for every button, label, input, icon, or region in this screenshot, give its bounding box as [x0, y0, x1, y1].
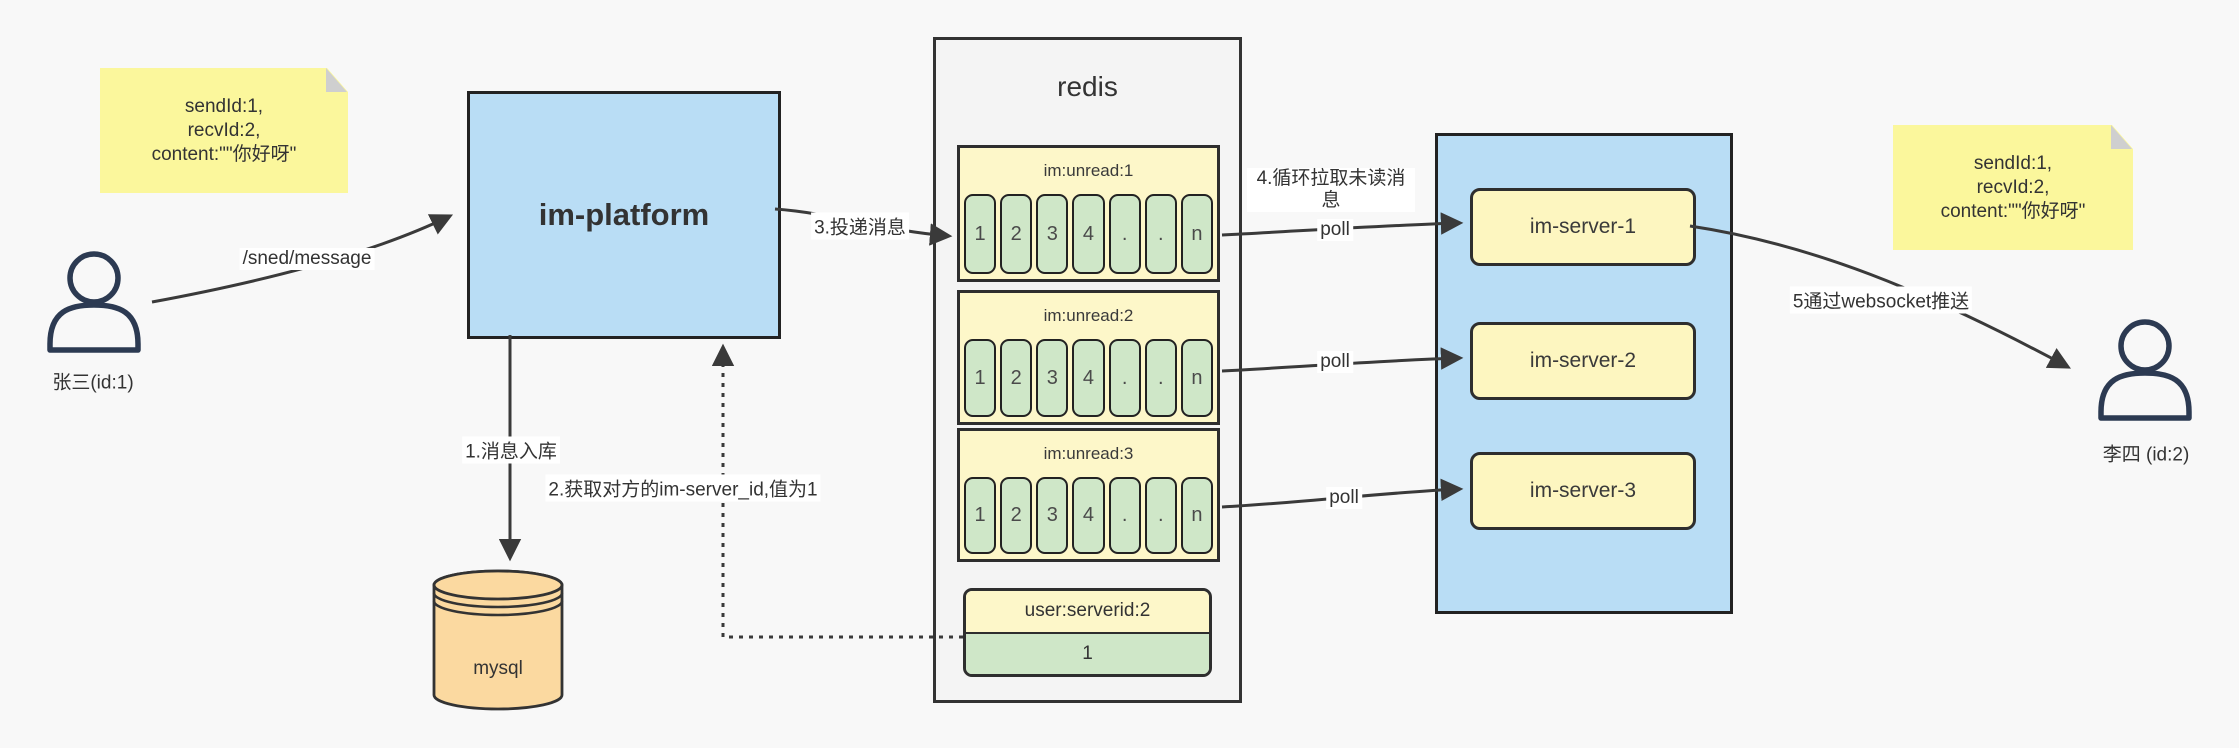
queue-cell: . — [1144, 194, 1177, 274]
sender-message-note: sendId:1, recvId:2, content:""你好呀" — [100, 68, 348, 193]
poll-label-3: poll — [1326, 487, 1362, 509]
queue-cell: 4 — [1072, 477, 1105, 554]
queue-cell: 2 — [1000, 477, 1033, 554]
queue-cell: 1 — [964, 477, 997, 554]
sender-label: 张三(id:1) — [52, 372, 134, 394]
note-line: content:""你好呀" — [1940, 200, 2086, 222]
queue-name: im:unread:3 — [1043, 443, 1134, 463]
queue-cell: 1 — [964, 194, 997, 274]
queue-cell: . — [1108, 477, 1141, 554]
step5-label: 5通过websocket推送 — [1789, 286, 1973, 314]
queue-cell: 3 — [1036, 477, 1069, 554]
mysql-label: mysql — [473, 658, 523, 679]
im-server-2-box: im-server-2 — [1470, 322, 1696, 400]
queue-name: im:unread:2 — [1043, 305, 1134, 325]
queue-cell: 1 — [964, 339, 997, 417]
mysql-database-icon: mysql — [432, 569, 564, 711]
note-line: sendId:1, — [1973, 152, 2053, 174]
poll-label-1: poll — [1317, 219, 1353, 241]
im-server-1-label: im-server-1 — [1529, 215, 1637, 238]
user-serverid-key: user:serverid:2 — [966, 591, 1209, 634]
im-platform-title: im-platform — [538, 197, 710, 232]
queue-cell: . — [1144, 477, 1177, 554]
queue-cell: . — [1144, 339, 1177, 417]
step3-label: 3.投递消息 — [811, 212, 909, 240]
note-line: recvId:2, — [187, 119, 261, 141]
note-fold-corner-icon — [2111, 125, 2133, 150]
poll-label-2: poll — [1317, 351, 1353, 373]
receiver-message-note: sendId:1, recvId:2, content:""你好呀" — [1893, 125, 2133, 250]
queue-cell: . — [1108, 194, 1141, 274]
note-line: recvId:2, — [1976, 176, 2050, 198]
im-server-3-label: im-server-3 — [1529, 479, 1637, 502]
queue-cell: 4 — [1072, 339, 1105, 417]
receiver-person-icon — [2098, 319, 2192, 421]
step2-label: 2.获取对方的im-server_id,值为1 — [545, 474, 821, 502]
note-fold-corner-icon — [326, 68, 348, 93]
receiver-label: 李四 (id:2) — [2102, 444, 2190, 466]
user-serverid-box: user:serverid:2 1 — [963, 588, 1212, 677]
queue-cell: n — [1180, 194, 1213, 274]
queue-name: im:unread:1 — [1043, 160, 1134, 180]
queue-cell: . — [1108, 339, 1141, 417]
im-server-3-box: im-server-3 — [1470, 452, 1696, 530]
queue-cell: n — [1180, 477, 1213, 554]
im-server-2-label: im-server-2 — [1529, 349, 1637, 372]
queue-cell: 3 — [1036, 194, 1069, 274]
sender-person-icon — [47, 251, 141, 353]
queue-cell: 2 — [1000, 339, 1033, 417]
redis-title: redis — [1057, 71, 1118, 102]
send-api-label: /sned/message — [239, 248, 375, 270]
queue-cell: 2 — [1000, 194, 1033, 274]
step1-label: 1.消息入库 — [462, 436, 560, 464]
user-serverid-value: 1 — [966, 633, 1209, 674]
note-line: content:""你好呀" — [151, 143, 297, 165]
im-server-1-box: im-server-1 — [1470, 188, 1696, 266]
queue-cell: 3 — [1036, 339, 1069, 417]
im-platform-box: im-platform — [467, 91, 781, 339]
queue-cell: 4 — [1072, 194, 1105, 274]
note-line: sendId:1, — [184, 95, 264, 117]
step4-label: 4.循环拉取未读消息 — [1247, 168, 1415, 212]
queue-cell: n — [1180, 339, 1213, 417]
